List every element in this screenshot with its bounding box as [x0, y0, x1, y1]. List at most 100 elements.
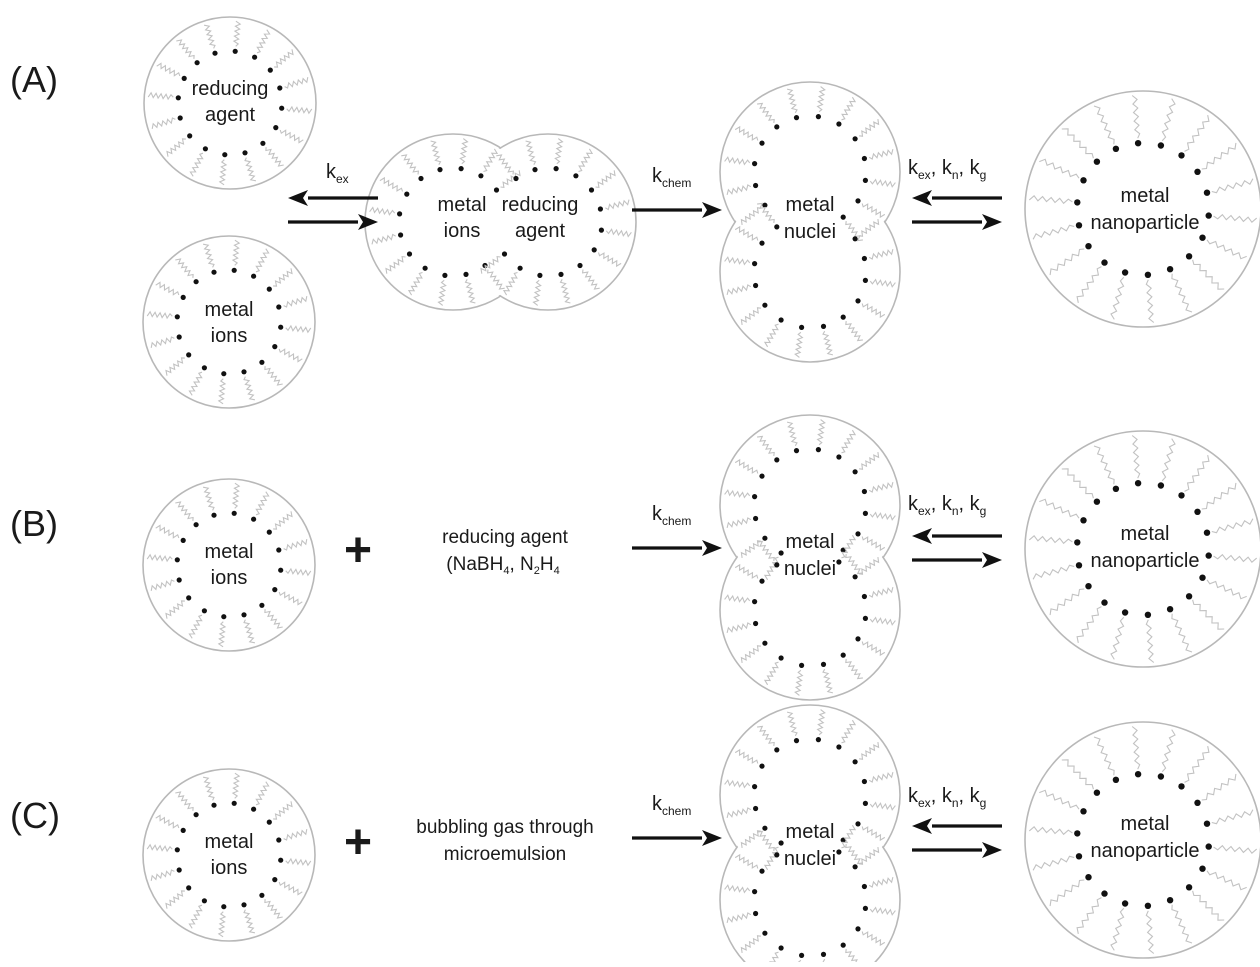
- nanoparticle-micelle-b-head: [1203, 529, 1211, 536]
- nanoparticle-micelle-b-head: [1075, 562, 1083, 569]
- micelle-shapes: [142, 16, 1260, 967]
- micelle-metal-ions-a-head: [241, 369, 247, 375]
- nuclei-micelle-a-head: [861, 155, 868, 162]
- nanoparticle-micelle-c-head: [1199, 865, 1206, 872]
- nanoparticle-micelle-b-head: [1112, 485, 1120, 492]
- nanoparticle-micelle-a-head: [1166, 266, 1174, 273]
- nanoparticle-micelle-c: [1024, 721, 1260, 959]
- row-a: (A) reducing agent metal ions kex metal …: [10, 59, 1199, 347]
- nuclei-micelle-c-head: [793, 738, 800, 744]
- nuclei-micelle-c-head: [852, 864, 858, 870]
- product-label-nanoparticle-b: nanoparticle: [1091, 550, 1200, 572]
- micelle-label-metal-b: metal: [205, 541, 254, 563]
- merged-micelle-a-head: [458, 166, 464, 172]
- nuclei-micelle-c-head: [752, 784, 758, 790]
- nuclei-micelle-b-head: [774, 562, 780, 568]
- nanoparticle-micelle-c-head: [1085, 874, 1092, 881]
- nuclei-micelle-b-head: [759, 578, 765, 584]
- micelle-metal-ions-c-head: [276, 837, 282, 843]
- nuclei-micelle-b-head: [840, 652, 846, 658]
- micelle-reducing-agent-a-head: [242, 150, 248, 156]
- nanoparticle-micelle-a-head: [1199, 234, 1206, 241]
- nuclei-micelle-c-head: [861, 778, 868, 785]
- reagent-label-c-l2: microemulsion: [444, 844, 566, 865]
- arrow-growth-fwd-c: [912, 842, 1002, 858]
- merged-micelle-a-head: [537, 272, 543, 278]
- nanoparticle-micelle-b-outline: [1024, 430, 1260, 668]
- micelle-reducing-agent-a-head: [212, 50, 218, 56]
- nanoparticle-micelle-b-head: [1194, 508, 1201, 515]
- nanoparticle-micelle-c-head: [1101, 890, 1108, 897]
- nuclei-micelle-b-head: [836, 559, 842, 565]
- nanoparticle-micelle-b-head: [1166, 606, 1174, 613]
- micelle-metal-ions-c-head: [180, 827, 186, 834]
- merged-label-reducing: reducing: [502, 194, 579, 216]
- nanoparticle-micelle-a-head: [1178, 152, 1185, 159]
- micelle-metal-ions-c-head: [266, 819, 272, 825]
- nanoparticle-micelle-b-head: [1157, 482, 1165, 489]
- merged-micelle-a-head: [418, 175, 424, 182]
- micelle-reducing-agent-a-head: [202, 146, 208, 152]
- micelle-reducing-agent-a-head: [279, 105, 285, 111]
- micelle-metal-ions-b-outline: [142, 478, 316, 652]
- micelle-label-metal-ions-l2: ions: [211, 325, 248, 347]
- arrow-growth-back-b-tip: [912, 528, 932, 544]
- nuclei-micelle-b-head: [793, 448, 800, 454]
- merged-micelle-a-head: [404, 191, 410, 197]
- merged-micelle-a-head: [588, 187, 595, 193]
- nanoparticle-micelle-a-head: [1080, 177, 1087, 184]
- micelle-reducing-agent-a-outline: [143, 16, 317, 190]
- micelle-reducing-agent-a-head: [260, 140, 266, 146]
- product-label-metal-c: metal: [1121, 813, 1170, 835]
- nanoparticle-micelle-b-head: [1080, 517, 1087, 524]
- nuclei-micelle-b-head: [778, 655, 784, 661]
- nuclei-micelle-c-head: [799, 952, 805, 959]
- micelle-metal-ions-b: [142, 478, 316, 652]
- micelle-reducing-agent-a-head: [175, 95, 181, 101]
- micelle-label-ions-c: ions: [211, 857, 248, 879]
- nanoparticle-micelle-b-head: [1134, 480, 1142, 487]
- nanoparticle-micelle-b-head: [1185, 593, 1193, 600]
- nanoparticle-micelle-a-head: [1075, 222, 1083, 229]
- micelle-label-ions-b: ions: [211, 567, 248, 589]
- nuclei-micelle-c-head: [778, 840, 784, 846]
- nanoparticle-micelle-c-head: [1093, 789, 1101, 796]
- nanoparticle-micelle-c-head: [1178, 783, 1185, 790]
- nuclei-micelle-c-head: [815, 737, 822, 743]
- nanoparticle-micelle-b-head: [1178, 492, 1185, 499]
- nuclei-label-metal-b: metal: [786, 531, 835, 553]
- arrow-kchem-c-tip: [702, 830, 722, 846]
- nanoparticle-micelle-a: [1024, 90, 1260, 328]
- micelle-reducing-agent-a: [143, 16, 317, 190]
- arrow-kchem-c: [632, 830, 722, 846]
- micelle-reducing-agent-a-head: [277, 85, 283, 91]
- rate-constant-kchem-c: kchem: [652, 793, 691, 818]
- nuclei-micelle-a-head: [840, 314, 846, 320]
- micelle-metal-ions-b-head: [186, 595, 192, 601]
- nuclei-micelle-a-head: [852, 136, 858, 142]
- nuclei-micelle-b-head: [752, 494, 758, 500]
- micelle-metal-ions-b-head: [272, 587, 278, 593]
- micelle-metal-ions-b-head: [259, 602, 265, 608]
- nuclei-micelle-a-head: [793, 115, 800, 121]
- nanoparticle-micelle-a-head: [1093, 158, 1101, 165]
- merged-micelle-a-head: [442, 272, 448, 278]
- nuclei-micelle-c-fill-2: [721, 811, 899, 967]
- nuclei-micelle-c: [719, 704, 901, 967]
- micelle-metal-ions-b-head: [278, 567, 284, 573]
- nuclei-micelle-c-head: [778, 945, 784, 951]
- nuclei-micelle-b-head: [762, 640, 768, 646]
- nuclei-micelle-a-head: [862, 277, 869, 283]
- nuclei-micelle-b-head: [759, 473, 765, 479]
- nanoparticle-micelle-c-head: [1166, 897, 1174, 904]
- nuclei-micelle-b-head: [840, 547, 846, 553]
- nuclei-micelle-a-head: [815, 114, 822, 120]
- nuclei-micelle-a-head: [752, 161, 758, 167]
- product-label-nanoparticle-a: nanoparticle: [1091, 212, 1200, 234]
- micelle-metal-ions-b-head: [241, 612, 247, 618]
- micelle-metal-ions-a-head: [266, 286, 272, 292]
- nanoparticle-micelle-a-head: [1101, 259, 1108, 266]
- nuclei-micelle-a-head: [774, 224, 780, 230]
- nuclei-label-metal-c: metal: [786, 821, 835, 843]
- row-c: (C) metal ions + bubbling gas through mi…: [10, 785, 1199, 879]
